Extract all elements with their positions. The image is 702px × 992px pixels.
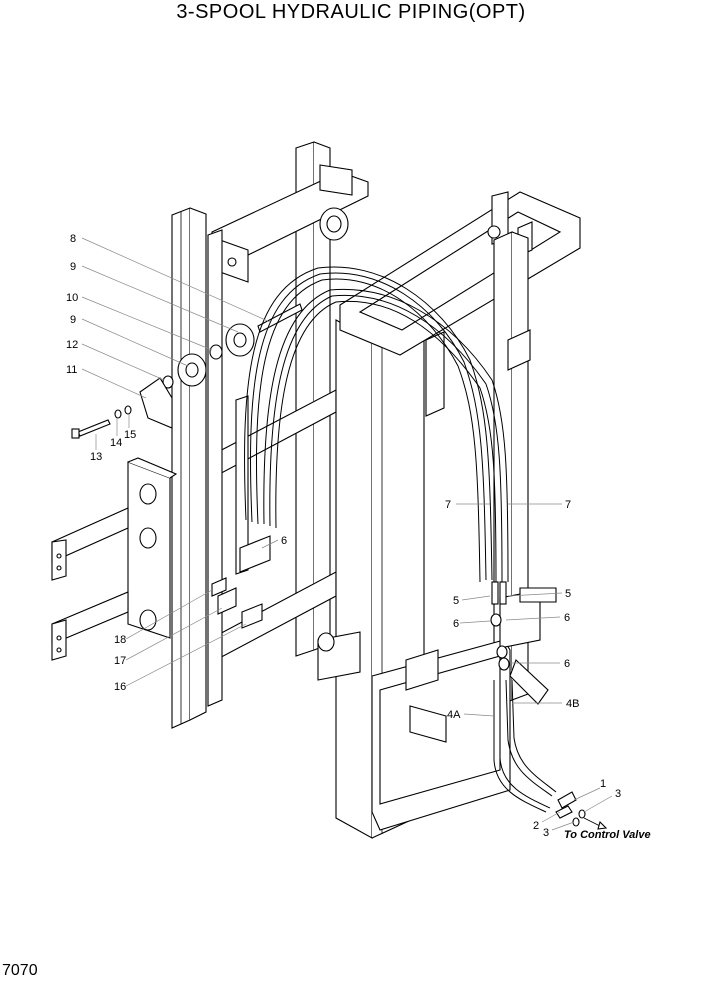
hose-4B — [505, 679, 557, 797]
fitting-5-right — [499, 581, 507, 605]
flow-arrow — [583, 817, 608, 830]
inner-mast-bottom-frame — [371, 639, 511, 831]
bracket-11 — [139, 377, 173, 429]
callout-2: 2 — [533, 820, 539, 832]
callout-16: 16 — [114, 681, 126, 693]
callout-14: 14 — [110, 437, 122, 449]
callout-9-upper: 9 — [70, 261, 76, 273]
to-control-valve-note: To Control Valve — [564, 829, 651, 841]
callout-5-right: 5 — [565, 588, 571, 600]
fork-lower-plate — [51, 591, 129, 661]
callout-4A: 4A — [447, 709, 461, 721]
hose-4A — [493, 680, 551, 813]
callout-1: 1 — [600, 778, 606, 790]
lower-roller-bracket — [317, 631, 361, 681]
fitting-block-17 — [217, 587, 237, 615]
callout-6-mid-left: 6 — [453, 618, 459, 630]
sheave-9-upper — [225, 323, 255, 357]
bolt-13 — [71, 419, 111, 439]
washer-15 — [124, 405, 132, 415]
callout-11: 11 — [66, 364, 77, 376]
callout-7-left: 7 — [445, 499, 451, 511]
callout-6-mid-right: 6 — [564, 612, 570, 624]
inner-mast-rear-right-rail — [425, 231, 531, 709]
outer-mast-crosshead — [211, 164, 369, 283]
fitting-5-left — [491, 581, 499, 605]
callout-6-lower: 6 — [564, 658, 570, 670]
fitting-18 — [211, 577, 227, 597]
callout-6-left: 6 — [281, 535, 287, 547]
callout-3-left: 3 — [543, 827, 549, 839]
callout-9-lower: 9 — [70, 314, 76, 326]
connector-2 — [555, 805, 573, 819]
callout-4B: 4B — [566, 698, 579, 710]
outer-mast-left-rail — [171, 207, 207, 729]
callout-10: 10 — [66, 292, 78, 304]
page-title: 3-SPOOL HYDRAULIC PIPING(OPT) — [176, 1, 526, 23]
callout-5-left: 5 — [453, 595, 459, 607]
washer-14 — [114, 409, 122, 419]
callout-17: 17 — [114, 655, 126, 667]
fork-upper-plate — [51, 507, 129, 581]
fitting-6-block — [490, 613, 510, 671]
callout-7-right: 7 — [565, 499, 571, 511]
callout-18: 18 — [114, 634, 126, 646]
sheave-9-lower — [177, 353, 207, 387]
callout-12: 12 — [66, 339, 78, 351]
callout-15: 15 — [124, 429, 136, 441]
callout-13: 13 — [90, 451, 102, 463]
top-sheave — [319, 207, 349, 241]
leader-lines — [81, 237, 613, 831]
o-ring-3 — [572, 809, 586, 827]
callout-8: 8 — [70, 233, 76, 245]
callout-3-right: 3 — [615, 788, 621, 800]
outer-mast-right-rail — [295, 141, 331, 657]
spacer-10 — [209, 344, 223, 360]
left-hose-bracket-6 — [239, 535, 271, 573]
fork-carriage — [127, 457, 178, 639]
page-number: 7070 — [2, 962, 38, 979]
fitting-block-16 — [241, 603, 263, 629]
hydraulic-hose-set — [244, 266, 509, 585]
connector-1 — [557, 791, 577, 809]
